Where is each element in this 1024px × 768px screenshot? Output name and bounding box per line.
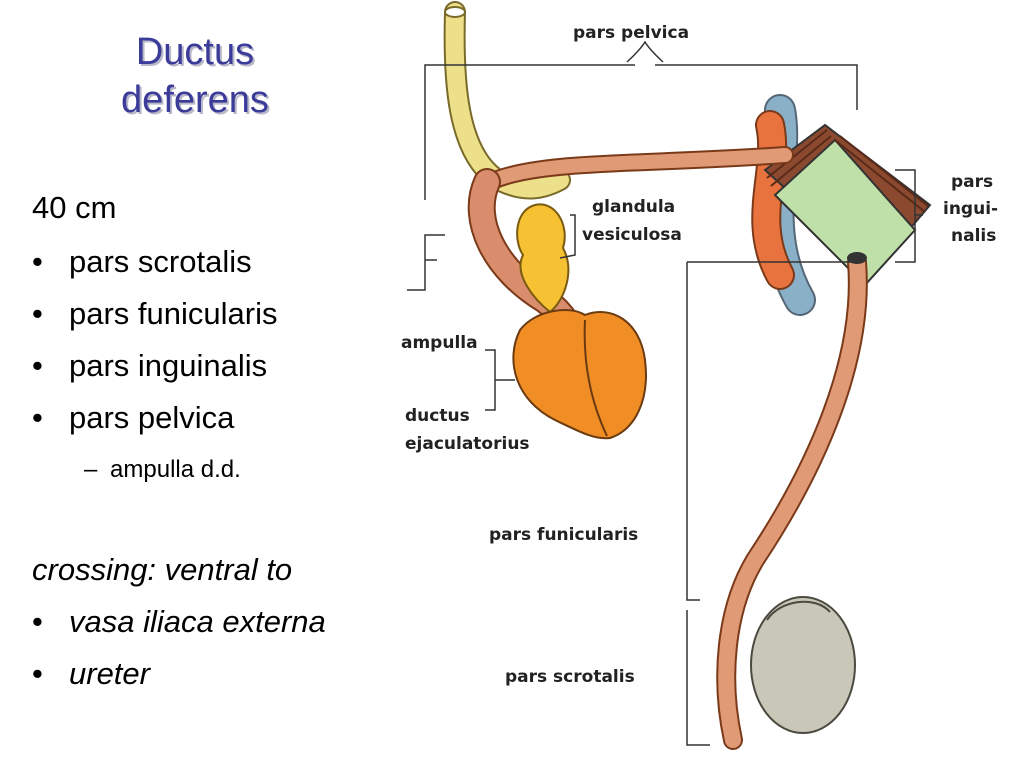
bullet-icon: • — [32, 400, 43, 435]
label-pars-scrotalis: pars scrotalis — [505, 667, 635, 687]
label-glandula-2: vesiculosa — [582, 225, 682, 245]
canal-muscle-lines — [766, 129, 929, 213]
crossing-text: crossing: ventral to — [32, 552, 293, 587]
label-pars-inguinalis-1: pars — [951, 172, 993, 192]
sub-item-text: ampulla d.d. — [110, 456, 241, 483]
sub-item: – ampulla d.d. — [84, 452, 241, 488]
epididymis-head — [766, 600, 831, 621]
bullet-text: pars inguinalis — [69, 348, 268, 383]
title-line-1: Ductus — [135, 31, 255, 73]
testis — [750, 596, 856, 734]
bullet-text: ureter — [69, 656, 150, 691]
ductus-pelvic-fill — [488, 148, 792, 187]
label-pars-inguinalis-3: nalis — [951, 226, 996, 246]
dash-icon: – — [84, 456, 98, 483]
bullet-item: • pars scrotalis — [32, 244, 252, 280]
slide-title: Ductus deferens — [60, 28, 330, 124]
pelvica-bracket — [424, 64, 858, 200]
label-pars-funicularis: pars funicularis — [489, 525, 638, 545]
bullet-icon: • — [32, 348, 43, 383]
ductus-deferens-diagram: pars pelvica pars ingui- nalis glandula … — [401, 1, 998, 750]
glandula-leader — [559, 214, 576, 259]
funicularis-bracket — [686, 261, 855, 601]
bullet-text: pars pelvica — [69, 400, 235, 435]
inguinalis-bracket — [895, 169, 923, 263]
bullet-icon: • — [32, 244, 43, 279]
ejaculatory-duct — [583, 319, 608, 437]
scrotalis-bracket — [686, 610, 710, 746]
label-ductus-1: ductus — [405, 406, 470, 426]
bullet-item: • ureter — [32, 656, 150, 692]
ureter-fill — [445, 3, 569, 198]
bullet-item: • pars inguinalis — [32, 348, 267, 384]
bullet-item: • vasa iliaca externa — [32, 604, 326, 640]
bullet-item: • pars funicularis — [32, 296, 277, 332]
artery-fill — [753, 112, 793, 288]
deep-ring — [847, 252, 867, 264]
bullet-icon: • — [32, 656, 43, 691]
pelvica-brace-tip — [626, 40, 664, 63]
length-text: 40 cm — [32, 190, 117, 225]
label-ductus-2: ejaculatorius — [405, 434, 530, 454]
ductus-bracket — [485, 349, 515, 411]
ampulla-bracket — [407, 234, 445, 291]
bullet-text: vasa iliaca externa — [69, 604, 326, 639]
anatomy-figure: pars pelvica pars ingui- nalis glandula … — [395, 0, 1024, 768]
ureter-opening — [444, 6, 466, 18]
bullet-icon: • — [32, 604, 43, 639]
title-line-2: deferens — [121, 79, 269, 121]
label-pars-inguinalis-2: ingui- — [943, 199, 998, 219]
label-pars-pelvica: pars pelvica — [573, 23, 689, 43]
ductus-funicular-fill — [718, 254, 866, 748]
bullet-icon: • — [32, 296, 43, 331]
label-glandula-1: glandula — [592, 197, 675, 217]
bullet-text: pars funicularis — [69, 296, 278, 331]
label-ampulla: ampulla — [401, 333, 478, 353]
prostate — [512, 309, 647, 440]
bullet-item: • pars pelvica — [32, 400, 234, 436]
bullet-text: pars scrotalis — [69, 244, 252, 279]
